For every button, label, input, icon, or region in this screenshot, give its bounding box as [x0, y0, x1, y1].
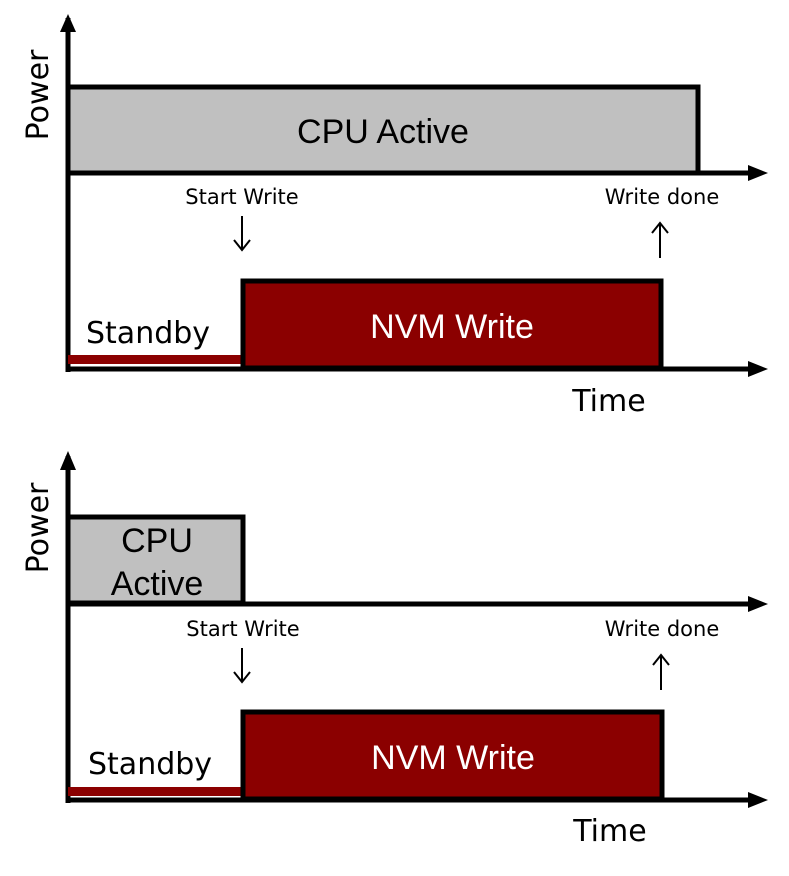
bottom-cpu-active-box	[65, 514, 246, 606]
bottom-nvm-write-label: NVM Write	[371, 739, 535, 777]
bottom-write-done-label: Write done	[605, 617, 720, 641]
bottom-up-arrow-icon	[652, 653, 670, 690]
top-up-arrow-icon	[651, 221, 669, 258]
bottom-cpu-active-label-line2: Active	[111, 565, 204, 603]
bottom-y-axis-arrowhead	[60, 451, 76, 470]
top-write-done-label: Write done	[605, 185, 720, 209]
top-nvm-time-axis-arrowhead	[748, 361, 768, 377]
bottom-panel: CPU Active Start Write Write done Standb…	[21, 451, 768, 849]
bottom-standby-label: Standby	[88, 747, 212, 782]
bottom-standby-bar	[68, 787, 243, 796]
bottom-start-write-label: Start Write	[186, 617, 299, 641]
top-cpu-time-axis-arrowhead	[748, 165, 768, 181]
top-nvm-write-label: NVM Write	[370, 308, 534, 346]
bottom-x-axis-label: Time	[572, 814, 646, 849]
top-y-axis-label: Power	[21, 49, 56, 140]
bottom-y-axis-label: Power	[21, 482, 56, 573]
top-x-axis-label: Time	[571, 384, 645, 419]
bottom-nvm-time-axis-arrowhead	[748, 792, 768, 808]
top-start-write-label: Start Write	[185, 185, 298, 209]
top-panel: CPU Active Start Write Write done Standb…	[21, 14, 768, 419]
top-y-axis-arrowhead	[60, 14, 76, 32]
bottom-cpu-time-axis-arrowhead	[748, 596, 768, 612]
top-standby-label: Standby	[86, 316, 210, 351]
bottom-cpu-active-label-line1: CPU	[121, 522, 193, 560]
top-standby-bar	[68, 355, 243, 364]
bottom-down-arrow-icon	[233, 648, 251, 684]
top-cpu-active-label: CPU Active	[297, 113, 469, 151]
top-down-arrow-icon	[233, 216, 251, 252]
